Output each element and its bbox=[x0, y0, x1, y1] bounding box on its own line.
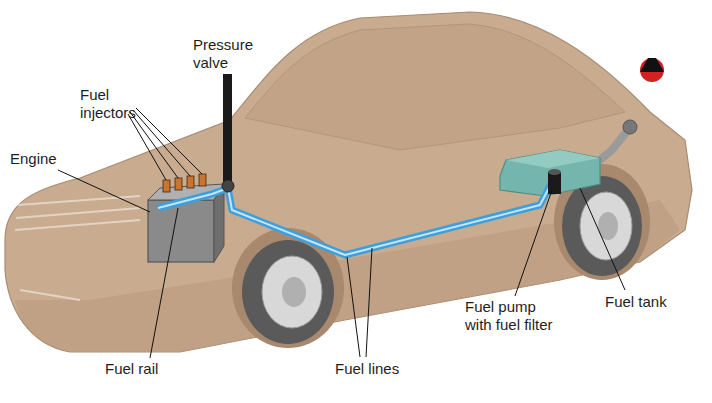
fuel-line-inner bbox=[158, 182, 552, 255]
logo-mark bbox=[640, 58, 664, 82]
wheel-hub bbox=[282, 277, 306, 307]
wheel-tire bbox=[242, 240, 334, 344]
fuel-injectors bbox=[163, 174, 206, 192]
front-grille bbox=[15, 196, 140, 300]
part-label: Fuel injectors bbox=[80, 86, 150, 122]
part-label: Engine bbox=[10, 150, 90, 168]
pressure-valve-body bbox=[222, 180, 234, 192]
fuel-pump bbox=[548, 172, 561, 194]
pressure-valve bbox=[223, 74, 232, 182]
filler-cap bbox=[623, 120, 637, 134]
fuel-tank bbox=[500, 150, 600, 196]
wheel-rim bbox=[580, 192, 632, 260]
engine-block bbox=[148, 200, 214, 262]
car-window bbox=[245, 24, 625, 150]
fuel-pump-top bbox=[548, 169, 561, 175]
part-label: Pressure valve bbox=[193, 36, 263, 72]
wheel-rim bbox=[262, 256, 322, 328]
fuel-tank-top bbox=[506, 150, 600, 168]
part-label: Fuel pump with fuel filter bbox=[465, 298, 555, 334]
part-label: Fuel lines bbox=[335, 360, 435, 378]
wheel-tire bbox=[562, 176, 642, 276]
part-label: Fuel tank bbox=[605, 293, 695, 311]
fuel-line-outer bbox=[158, 182, 552, 255]
part-label: Fuel rail bbox=[105, 360, 195, 378]
car-body bbox=[5, 12, 692, 352]
leader-lines bbox=[58, 108, 625, 358]
